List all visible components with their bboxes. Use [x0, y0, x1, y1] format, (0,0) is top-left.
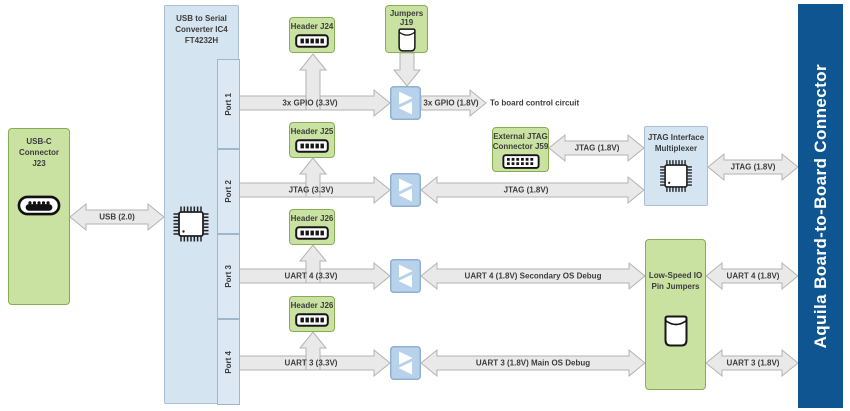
header-j26-uart4-branch-arrow: [298, 244, 328, 284]
header-j26-uart3-branch-arrow: [298, 331, 328, 371]
header-j26-uart3-label: Header J26: [290, 301, 334, 310]
usb-arrow-label: USB (2.0): [99, 212, 135, 222]
converter-title: FT4232H: [184, 36, 219, 45]
converter-title: Converter IC4: [175, 25, 228, 34]
jumper-shunt-icon: [395, 28, 419, 52]
jtag-18-board-label: JTAG (1.8V): [730, 162, 776, 172]
jumpers-j19-label: Jumpers: [389, 9, 424, 18]
jumpers-j19-arrow: [392, 52, 422, 87]
uart4-18-debug-label: UART 4 (1.8V) Secondary OS Debug: [464, 271, 602, 281]
usb-c-label: J23: [32, 159, 46, 168]
header-j26-uart4-box: Header J26: [289, 209, 335, 245]
gpio-18-arrow: [420, 88, 487, 118]
jumpers-j19-box: Jumpers J19: [385, 5, 428, 53]
low-speed-label: Pin Jumpers: [651, 282, 700, 291]
port-4-label: Port 4: [224, 350, 233, 374]
jtag-18-ext-label: JTAG (1.8V): [574, 143, 620, 153]
low-speed-io-jumpers-box: Low-Speed IO Pin Jumpers: [645, 239, 706, 390]
jumper-shunt-icon: [661, 314, 691, 348]
uart3-18-board-label: UART 3 (1.8V): [726, 358, 780, 368]
level-shifter-uart3: [390, 346, 421, 380]
uart3-18-debug-label: UART 3 (1.8V) Main OS Debug: [475, 358, 591, 368]
level-shifter-uart4: [390, 259, 421, 293]
jtag-mux-box: JTAG Interface Multiplexer: [644, 126, 708, 206]
low-speed-label: Low-Speed IO: [648, 271, 703, 280]
level-shifter-jtag: [390, 173, 421, 207]
header-j24-box: Header J24: [289, 17, 335, 53]
port-4-box: Port 4: [217, 319, 240, 405]
pin-header-icon: [295, 139, 329, 153]
board-to-board-connector-label: Aquila Board-to-Board Connector: [810, 63, 830, 349]
port-3-box: Port 3: [217, 234, 240, 319]
jtag-mux-label: Multiplexer: [654, 144, 698, 153]
header-j26-uart4-label: Header J26: [290, 214, 334, 223]
port-1-label: Port 1: [224, 92, 233, 116]
usb-c-label: Connector: [19, 148, 59, 157]
uart4-18-board-label: UART 4 (1.8V): [726, 271, 780, 281]
level-shifter-gpio: [390, 86, 421, 120]
port-2-label: Port 2: [224, 180, 233, 203]
header-j24-branch-arrow: [298, 53, 328, 111]
header-j25-label: Header J25: [290, 127, 334, 136]
ic-chip-icon: [169, 202, 213, 246]
usb-c-port-icon: [17, 195, 61, 216]
usb-c-connector-box: USB-C Connector J23: [8, 128, 70, 305]
pin-header-icon: [295, 313, 329, 327]
jumpers-j19-label: J19: [399, 18, 414, 27]
usb-serial-converter-box: USB to Serial Converter IC4 FT4232H Port…: [164, 5, 240, 405]
uart4-33-label: UART 4 (3.3V): [284, 271, 338, 281]
header-j26-uart3-box: Header J26: [289, 296, 335, 332]
usb-c-label: USB-C: [26, 137, 52, 146]
jtag-33-label: JTAG (3.3V): [288, 185, 334, 195]
jtag-connector-icon: [502, 154, 540, 169]
port-3-label: Port 3: [224, 265, 233, 288]
pin-header-icon: [295, 226, 329, 240]
gpio-18-label: 3x GPIO (1.8V): [423, 98, 479, 108]
board-to-board-connector-bar: Aquila Board-to-Board Connector: [798, 4, 843, 408]
external-jtag-j59-box: External JTAG Connector J59: [492, 127, 549, 172]
external-jtag-label: Connector J59: [492, 142, 549, 151]
converter-title: USB to Serial: [176, 14, 227, 23]
port-1-box: Port 1: [217, 59, 240, 149]
external-jtag-label: External JTAG: [493, 132, 548, 141]
port-2-box: Port 2: [217, 149, 240, 234]
header-j24-label: Header J24: [290, 22, 334, 31]
pin-header-icon: [295, 34, 329, 48]
header-j25-branch-arrow: [298, 157, 328, 198]
jtag-18-label: JTAG (1.8V): [503, 185, 549, 195]
uart3-33-label: UART 3 (3.3V): [284, 358, 338, 368]
header-j25-box: Header J25: [289, 122, 335, 158]
to-board-control-text: To board control circuit: [490, 98, 580, 108]
gpio-33-label: 3x GPIO (3.3V): [282, 98, 338, 108]
ic-chip-icon: [656, 156, 696, 196]
jtag-mux-label: JTAG Interface: [647, 133, 705, 142]
